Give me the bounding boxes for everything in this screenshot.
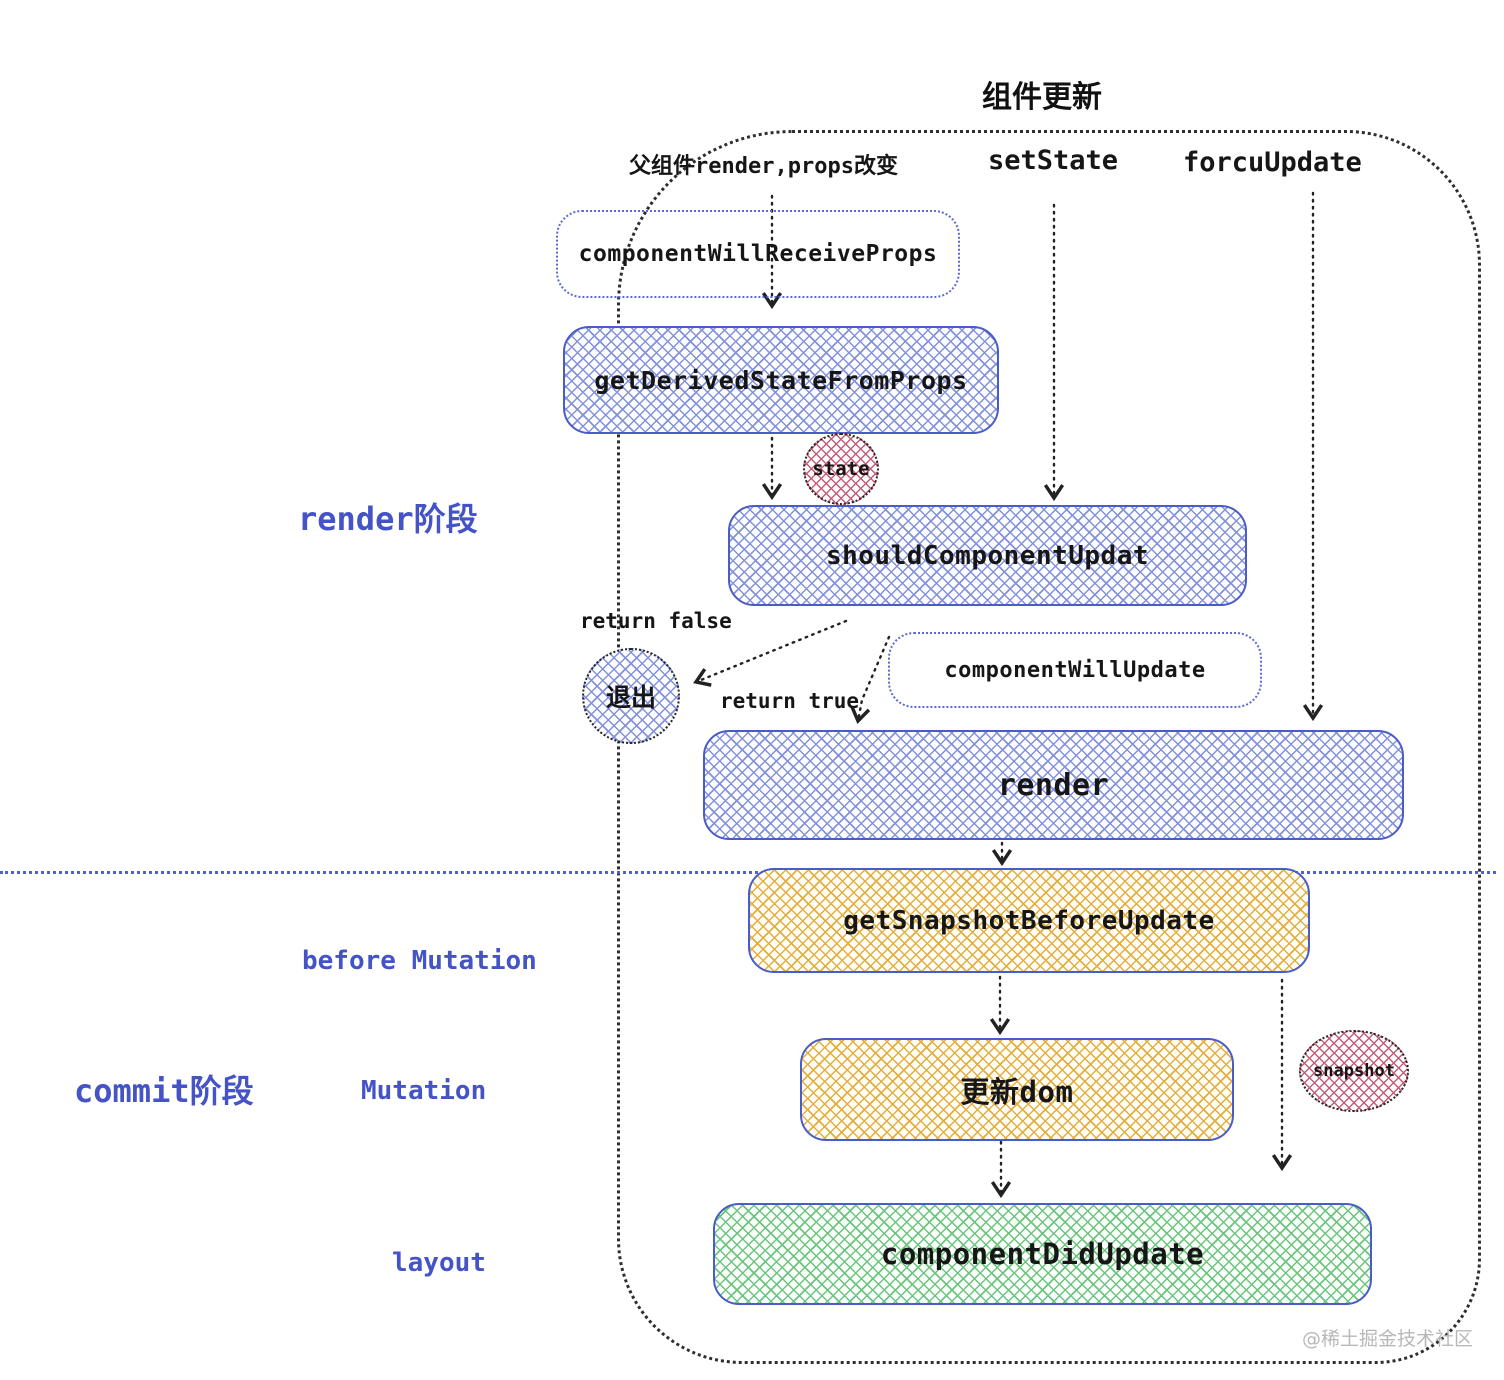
component-will-update-box: componentWillUpdate [888, 632, 1262, 708]
trigger-forceupdate-label: forcuUpdate [1183, 147, 1362, 178]
diagram-title: 组件更新 [982, 80, 1102, 115]
should-component-update-box: shouldComponentUpdat [728, 505, 1247, 606]
snapshot-circle: snapshot [1299, 1030, 1409, 1112]
component-will-receive-props-label: componentWillReceiveProps [578, 241, 938, 267]
update-dom-label: 更新dom [960, 1074, 1074, 1109]
update-dom-box: 更新dom [800, 1038, 1234, 1141]
get-snapshot-before-update-box: getSnapshotBeforeUpdate [748, 868, 1310, 973]
snapshot-label: snapshot [1313, 1061, 1395, 1081]
state-circle: state [803, 433, 879, 505]
mutation-label: Mutation [361, 1076, 487, 1106]
exit-label: 退出 [605, 683, 656, 712]
before-mutation-label: before Mutation [302, 946, 537, 976]
component-did-update-box: componentDidUpdate [713, 1203, 1372, 1305]
trigger-parent-render-label: 父组件render,props改变 [629, 154, 898, 179]
get-snapshot-before-update-label: getSnapshotBeforeUpdate [843, 905, 1215, 936]
render-phase-label: render阶段 [298, 500, 478, 538]
render-label: render [997, 767, 1110, 803]
update-enclosure-outline [617, 130, 1481, 1364]
watermark: @稀土掘金技术社区 [1302, 1328, 1474, 1350]
return-false-label: return false [580, 609, 732, 633]
return-true-label: return true [720, 689, 860, 713]
get-derived-state-from-props-label: getDerivedStateFromProps [594, 365, 968, 395]
trigger-setstate-label: setState [988, 145, 1119, 176]
get-derived-state-from-props-box: getDerivedStateFromProps [563, 326, 999, 434]
render-box: render [703, 730, 1404, 840]
component-will-receive-props-box: componentWillReceiveProps [556, 210, 960, 298]
should-component-update-label: shouldComponentUpdat [825, 540, 1150, 571]
exit-circle: 退出 [582, 648, 680, 744]
layout-label: layout [392, 1248, 486, 1278]
state-label: state [812, 458, 870, 480]
component-did-update-label: componentDidUpdate [880, 1237, 1205, 1271]
phase-divider-line [0, 871, 1496, 874]
commit-phase-label: commit阶段 [74, 1072, 254, 1110]
component-will-update-label: componentWillUpdate [944, 657, 1206, 683]
